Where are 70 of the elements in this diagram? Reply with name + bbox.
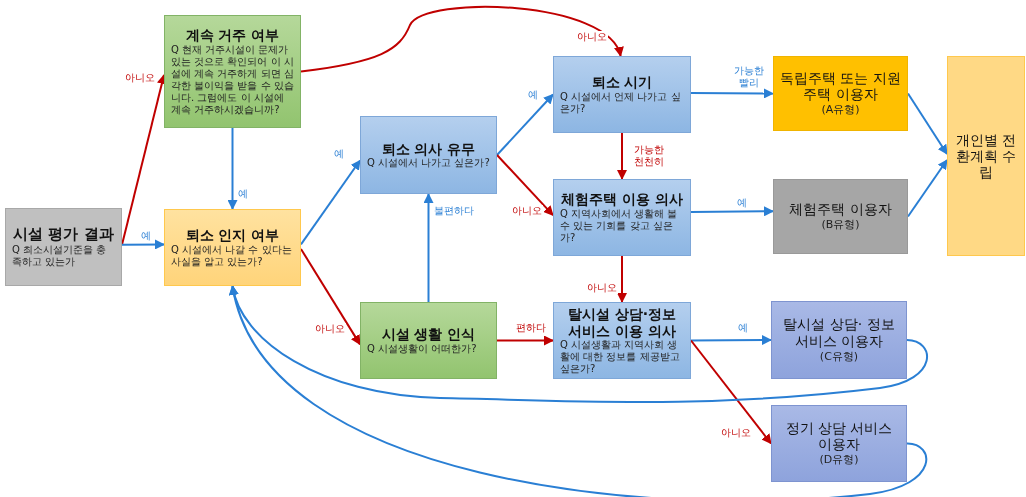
arrow [423, 193, 434, 303]
box-title: 체험주택 이용 의사 [561, 191, 683, 208]
box-title: 개인별 전환계획 수립 [954, 131, 1018, 181]
type-label: (C유형) [819, 348, 859, 364]
edge-label: 예 [140, 230, 152, 242]
edge-label: 아니오 [586, 282, 618, 294]
edge-label: 아니오 [720, 427, 752, 439]
edge-label: 예 [333, 148, 345, 160]
question-box [553, 179, 691, 256]
arrow [907, 159, 948, 218]
box-title: 시설 평가 결과 [13, 226, 114, 244]
edge-label: 아니오 [511, 205, 543, 217]
box-title: 퇴소 인지 여부 [185, 227, 280, 244]
arrow [300, 159, 361, 246]
question-text: Q 시설생활과 지역사회 생활에 대한 정보를 제공받고 싶은가? [560, 338, 681, 375]
arrow [227, 127, 238, 210]
box-title: 독립주택 또는 지원주택 이용자 [780, 69, 901, 103]
box-title: 탈시설 상담· 정보 서비스 이용자 [782, 316, 896, 349]
result-box [773, 56, 908, 131]
arrow [496, 154, 554, 217]
box-title: 시설 생활 인식 [381, 326, 476, 343]
edge-label: 아니오 [314, 323, 346, 335]
result-box [947, 56, 1025, 256]
question-box [164, 209, 301, 286]
question-box [360, 116, 497, 194]
question-text: Q 시설에서 나가고 싶은가? [367, 157, 490, 170]
edge-label: 아니오 [576, 31, 608, 43]
arrow [496, 335, 554, 346]
question-box [164, 15, 301, 128]
edge-label: 예 [527, 89, 539, 101]
arrow [907, 92, 948, 155]
arrow [300, 248, 361, 346]
arrow [496, 93, 554, 156]
result-box [771, 301, 907, 379]
question-box [5, 208, 122, 286]
arrow [690, 339, 772, 445]
question-box [360, 302, 497, 379]
arrow [617, 255, 627, 303]
question-box [553, 56, 691, 133]
question-text: Q 지역사회에서 생활해 볼 수 있는 기회를 갖고 싶은가? [560, 207, 679, 244]
result-box [773, 179, 908, 254]
arrow [690, 88, 774, 99]
question-text: Q 현재 거주시설이 문제가 있는 것으로 확인되어 이 시설에 계속 거주하게 되면 심각한 불이익을 받을 수 있습니다. 그럼에도 이 시설에 계속 거주하시겠습니까? [171, 43, 294, 116]
arrow [230, 285, 928, 497]
arrow [690, 206, 774, 217]
question-text: Q 최소시설기준을 충족하고 있는가 [12, 243, 108, 268]
box-title: 탈시설 상담·정보 서비스 이용 의사 [566, 306, 678, 339]
arrow [617, 132, 627, 180]
arrow [300, 5, 622, 73]
edge-label: 예 [237, 188, 249, 200]
question-text: Q 시설생활이 어떠한가? [367, 342, 478, 355]
box-title: 퇴소 의사 유무 [381, 140, 476, 158]
arrow [121, 239, 165, 250]
edge-label: 예 [737, 322, 749, 334]
question-text: Q 시설에서 언제 나가고 싶은가? [560, 90, 682, 115]
edge-label: 불편하다 [433, 205, 475, 217]
type-label: (B유형) [821, 217, 860, 233]
edge-label: 예 [736, 197, 748, 209]
box-title: 체험주택 이용자 [789, 200, 892, 218]
box-title: 정기 상담 서비스 이용자 [784, 419, 894, 453]
result-box [771, 405, 907, 482]
edge-label: 아니오 [124, 72, 156, 84]
type-label: (D유형) [819, 452, 859, 468]
box-title: 계속 거주 여부 [185, 27, 280, 44]
edge-label: 편하다 [515, 322, 547, 334]
question-box [553, 302, 691, 379]
arrow [690, 335, 772, 346]
box-title: 퇴소 시기 [591, 74, 653, 91]
question-text: Q 시설에서 나갈 수 있다는 사실을 알고 있는가? [171, 243, 293, 268]
type-label: (A유형) [821, 102, 860, 118]
